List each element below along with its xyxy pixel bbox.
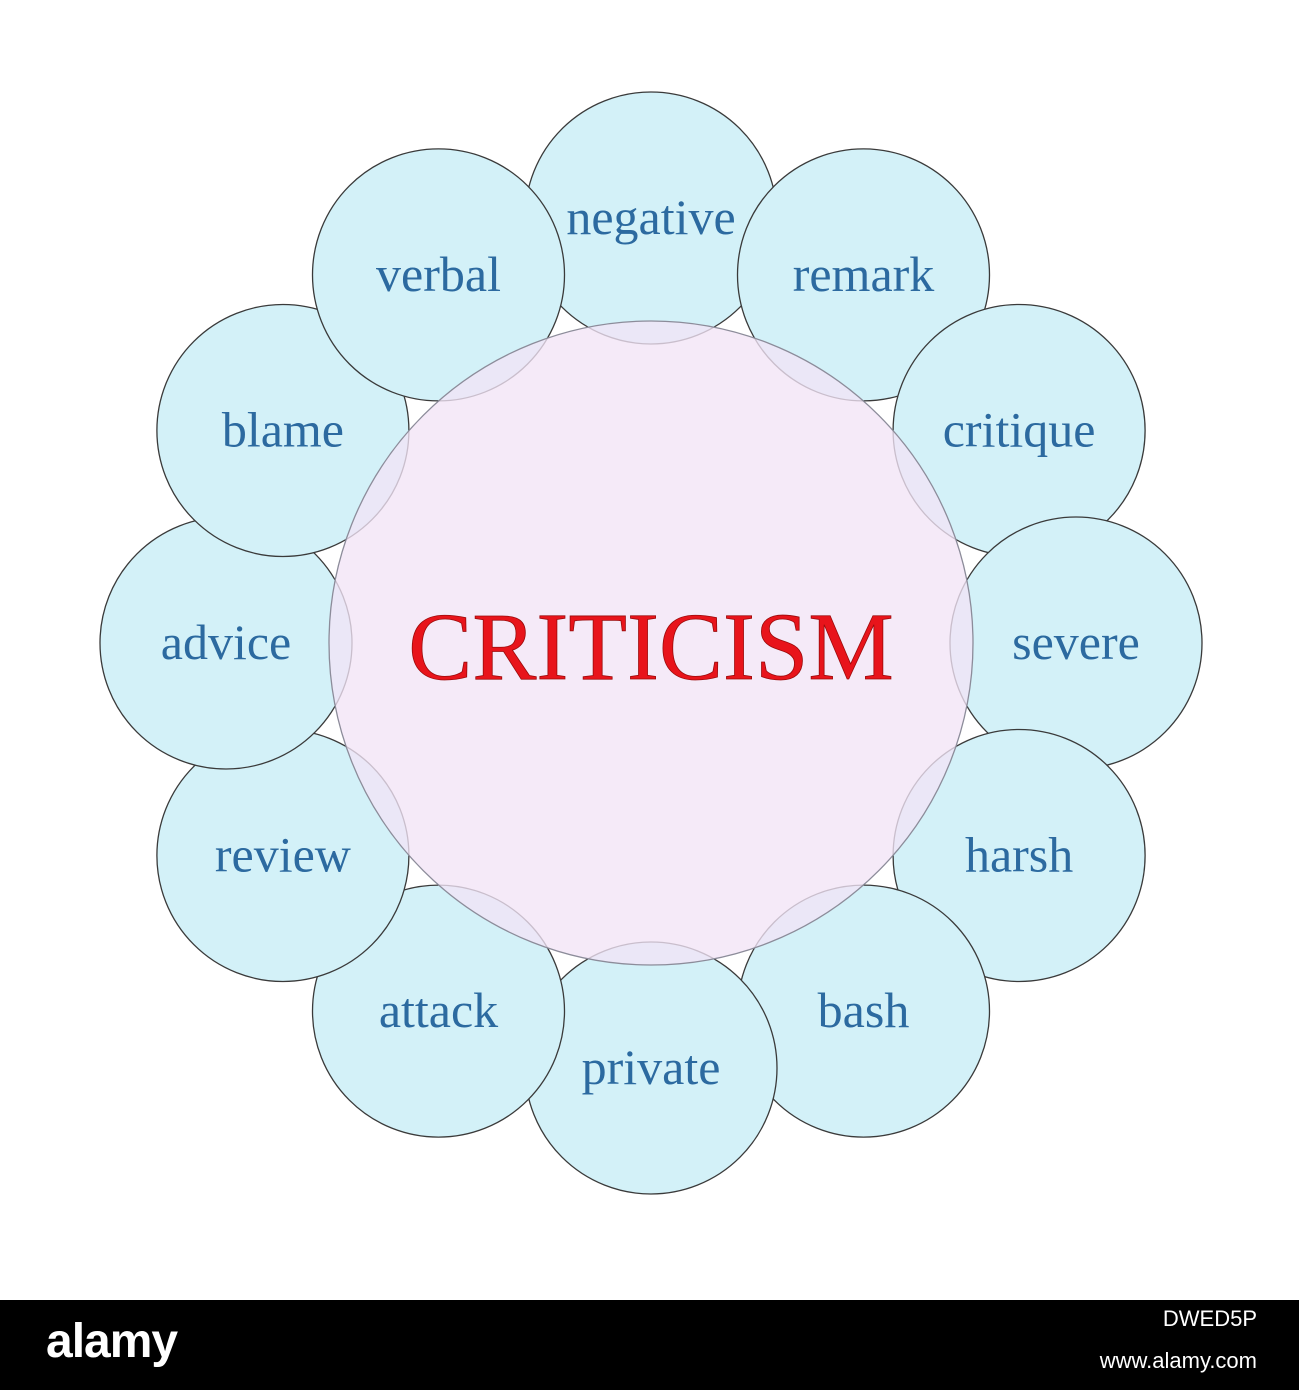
- node-label-harsh: harsh: [965, 827, 1073, 883]
- footer-logo: alamy: [46, 1315, 178, 1368]
- node-label-critique: critique: [943, 402, 1096, 458]
- center-label: CRITICISM: [408, 593, 893, 700]
- node-label-blame: blame: [222, 402, 344, 458]
- footer-image-id: DWED5P: [1162, 1306, 1257, 1331]
- node-label-bash: bash: [818, 982, 910, 1038]
- node-label-review: review: [215, 827, 351, 883]
- center-circle: [328, 320, 974, 966]
- circular-concept-diagram: negative remark critique severe harsh bash pri…: [99, 91, 1203, 1195]
- node-label-verbal: verbal: [376, 246, 501, 302]
- node-label-remark: remark: [793, 246, 935, 302]
- footer-url: www.alamy.com: [1099, 1348, 1257, 1373]
- node-label-private: private: [582, 1039, 721, 1095]
- node-label-negative: negative: [566, 189, 735, 245]
- node-label-attack: attack: [379, 982, 498, 1038]
- diagram-area: negative remark critique severe harsh bash pri…: [99, 91, 1203, 1195]
- footer-bar: alamy DWED5P www.alamy.com: [0, 1300, 1299, 1390]
- node-label-severe: severe: [1012, 614, 1140, 670]
- node-label-advice: advice: [161, 614, 291, 670]
